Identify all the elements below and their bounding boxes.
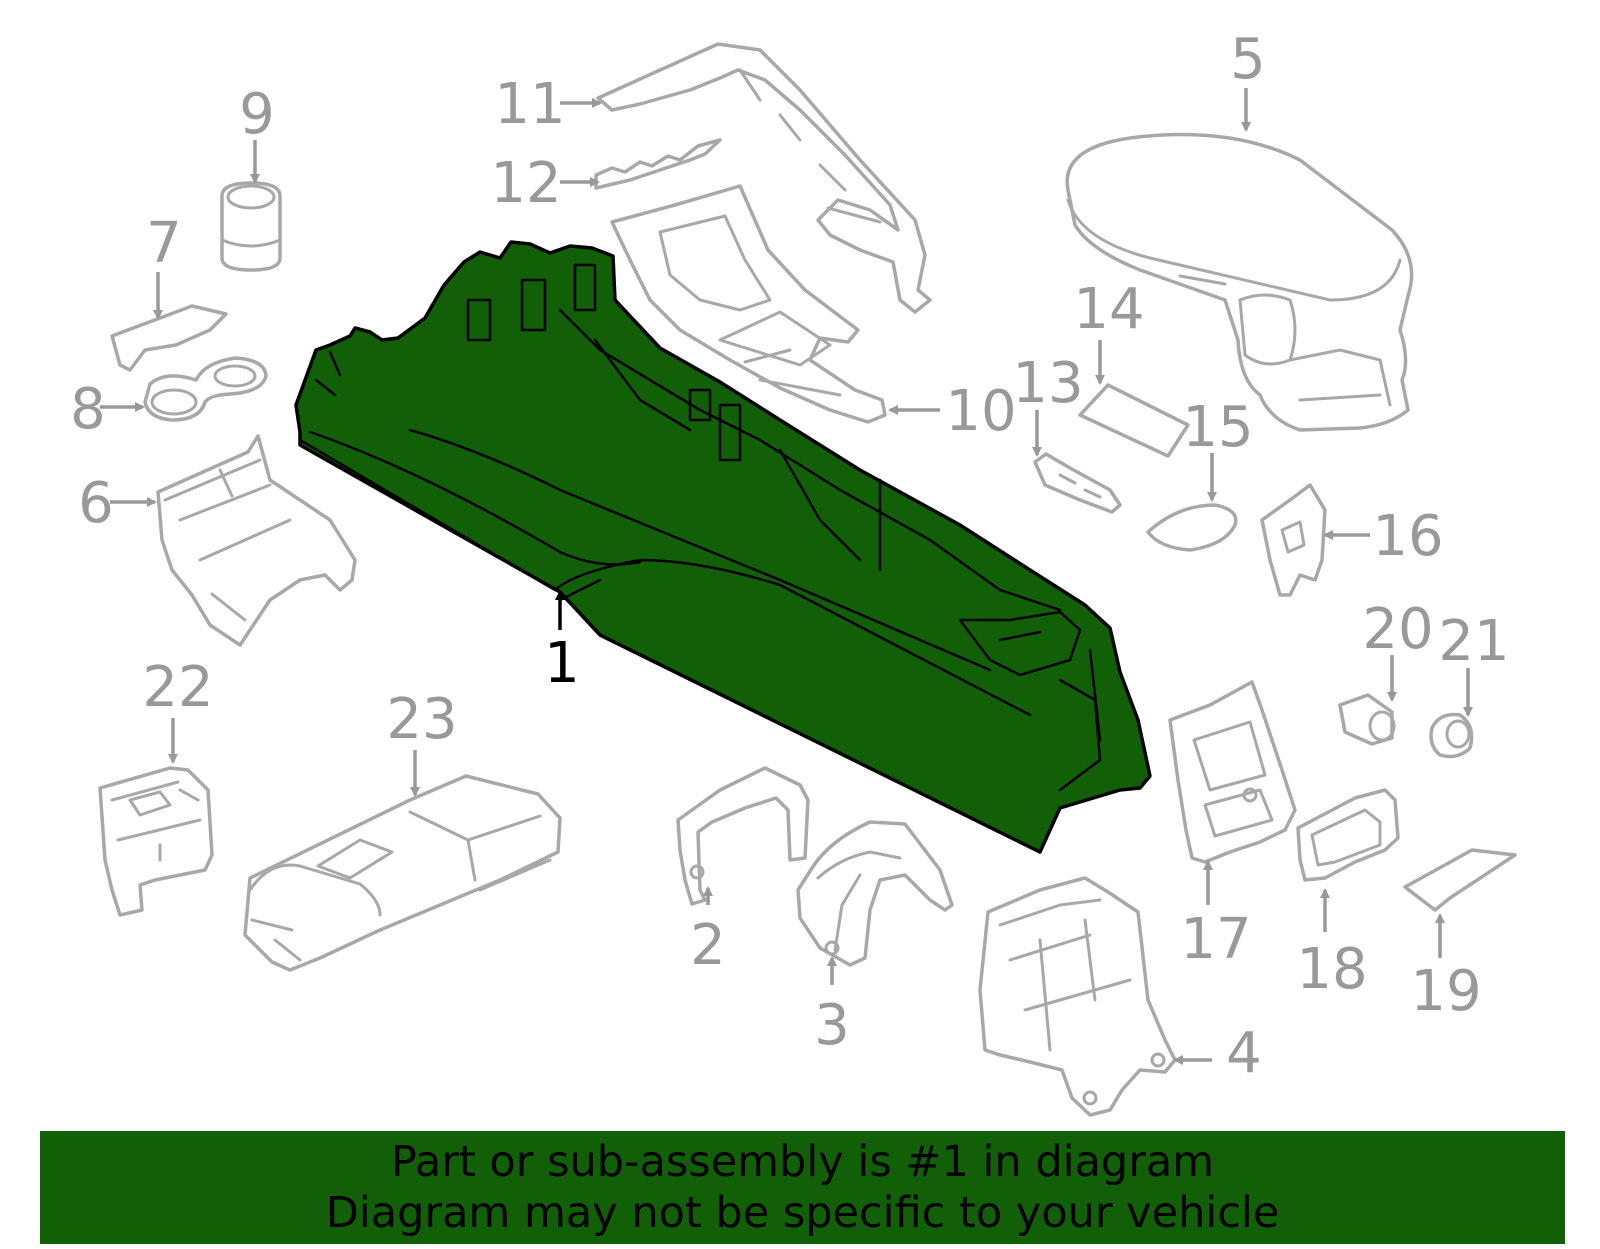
- part-14-pad[interactable]: [1078, 383, 1190, 458]
- callout-16[interactable]: 16: [1372, 504, 1443, 569]
- callout-3[interactable]: 3: [814, 993, 850, 1058]
- part-8-ring[interactable]: [143, 356, 268, 422]
- part-18-tray[interactable]: [1296, 788, 1400, 882]
- callout-7[interactable]: 7: [146, 211, 182, 276]
- part-20-clip[interactable]: [1338, 693, 1396, 746]
- banner-line-part: Part or sub-assembly is #1 in diagram: [390, 1136, 1215, 1187]
- callout-leaders: [100, 88, 1473, 1065]
- part-3-shroud[interactable]: [796, 820, 954, 967]
- callout-5[interactable]: 5: [1230, 27, 1266, 92]
- part-1-center-console[interactable]: [294, 240, 1152, 854]
- part-16-switch-housing[interactable]: [1260, 483, 1327, 597]
- callout-21[interactable]: 21: [1438, 609, 1509, 674]
- callout-14[interactable]: 14: [1073, 277, 1144, 342]
- callout-17[interactable]: 17: [1180, 907, 1251, 972]
- callout-4[interactable]: 4: [1226, 1021, 1262, 1086]
- callout-18[interactable]: 18: [1296, 937, 1367, 1002]
- callout-19[interactable]: 19: [1410, 959, 1481, 1024]
- part-17-frame[interactable]: [1168, 680, 1297, 864]
- callout-23[interactable]: 23: [386, 687, 457, 752]
- part-4-support[interactable]: [978, 876, 1177, 1117]
- info-banner: Part or sub-assembly is #1 in diagram Di…: [40, 1131, 1565, 1244]
- callout-22[interactable]: 22: [142, 655, 213, 720]
- callout-12[interactable]: 12: [490, 151, 561, 216]
- part-11-trim-rail[interactable]: [596, 42, 932, 314]
- callout-labels: 1 2 3 4 5 6 7 8 9 10 11 12 13 14 15 16 1…: [70, 27, 1509, 1086]
- callout-1[interactable]: 1: [544, 631, 580, 696]
- callout-9[interactable]: 9: [239, 82, 275, 147]
- part-22-switch-module[interactable]: [98, 766, 214, 917]
- callout-11[interactable]: 11: [494, 72, 565, 137]
- part-13-switch-panel[interactable]: [1033, 452, 1122, 514]
- callout-6[interactable]: 6: [78, 471, 114, 536]
- part-5-armrest[interactable]: [1065, 132, 1414, 432]
- part-19-mat[interactable]: [1403, 848, 1517, 912]
- part-9-socket[interactable]: [220, 181, 282, 272]
- banner-line-disclaimer: Diagram may not be specific to your vehi…: [325, 1187, 1280, 1238]
- callout-20[interactable]: 20: [1362, 597, 1433, 662]
- callout-15[interactable]: 15: [1182, 395, 1253, 460]
- callout-13[interactable]: 13: [1012, 351, 1083, 416]
- callout-8[interactable]: 8: [70, 377, 106, 442]
- part-23-charger[interactable]: [243, 774, 562, 972]
- console-body: [294, 240, 1152, 854]
- callout-10[interactable]: 10: [945, 379, 1016, 444]
- part-2-bracket[interactable]: [676, 766, 810, 906]
- part-21-clip[interactable]: [1429, 712, 1474, 759]
- part-12-strip[interactable]: [594, 138, 722, 190]
- part-7-trim[interactable]: [110, 304, 228, 372]
- callout-2[interactable]: 2: [690, 913, 726, 978]
- part-15-pad[interactable]: [1146, 503, 1238, 552]
- part-10-bezel[interactable]: [610, 184, 887, 424]
- part-6-bracket[interactable]: [156, 434, 357, 647]
